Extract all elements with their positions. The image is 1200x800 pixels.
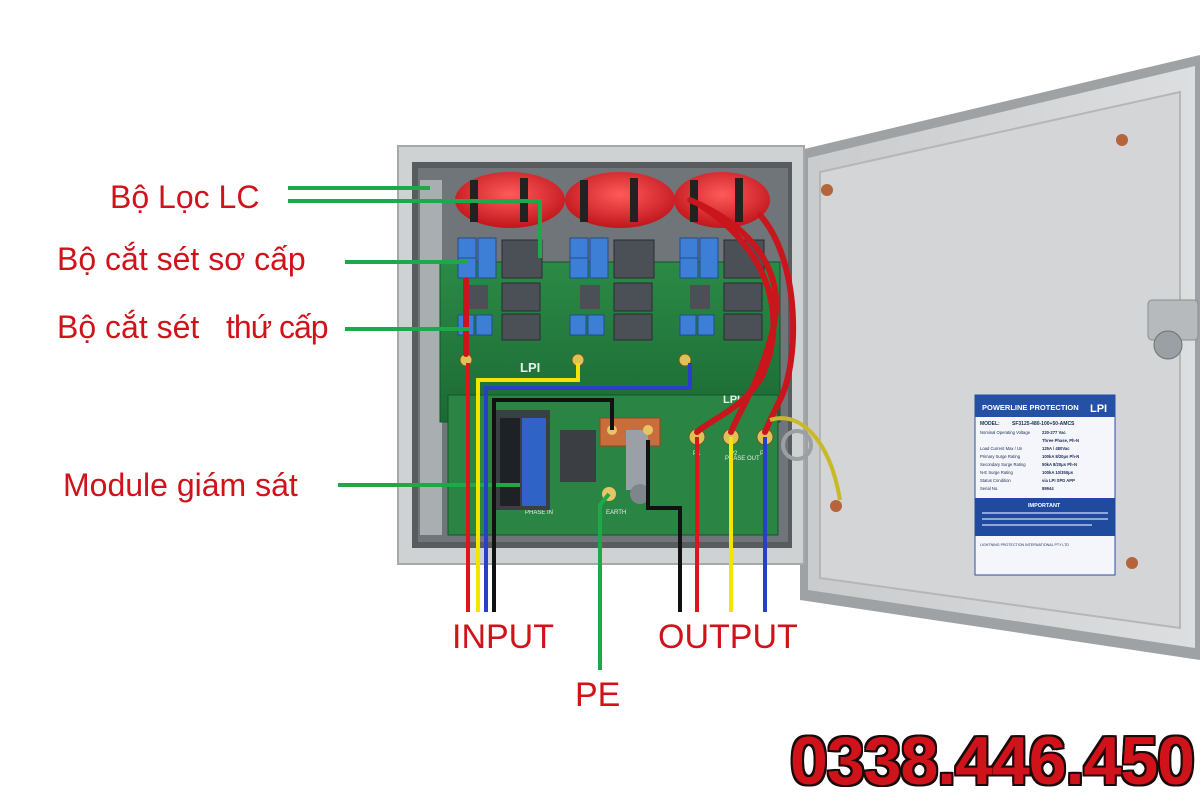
neutral-busbar <box>599 417 661 504</box>
board-p2: P2 <box>730 451 738 457</box>
nameplate-row-value: 220-277 Vac <box>1042 430 1066 435</box>
nameplate-row-key: Secondary Surge Rating <box>980 462 1026 467</box>
nameplate-model-value: SF3125-480-100+50-AMCS <box>1012 421 1075 427</box>
annotation-wires <box>288 186 767 670</box>
mov-block <box>468 285 488 309</box>
secondary-arrester-block <box>475 314 493 336</box>
nameplate-row-value: 125A / 480Vac <box>1042 446 1070 451</box>
nameplate-row-key: Primary Surge Rating <box>980 454 1021 459</box>
nameplate-row-key: Load Current Max / Un <box>980 446 1023 451</box>
mov-block <box>723 313 763 341</box>
nameplate-row-value: Three Phase, Ph-N <box>1042 438 1079 443</box>
primary-arrester-block <box>477 237 497 279</box>
primary-arrester-block <box>679 237 699 259</box>
board-phase-in: PHASE IN <box>525 510 553 516</box>
primary-arrester-block <box>569 257 589 279</box>
nameplate-row-value: 100kA 10/350μs <box>1042 470 1074 475</box>
nameplate-row-value: 50kA 8/20μs Ph-N <box>1042 462 1077 467</box>
secondary-arrester-block <box>697 314 715 336</box>
mov-block <box>613 282 653 312</box>
nameplate-row-value: via LPI SPD APP <box>1042 478 1075 483</box>
phone-number: 0338.446.450 <box>790 723 1195 799</box>
nameplate-row-key: N-E Surge Rating <box>980 470 1013 475</box>
nameplate-brand: LPI <box>1090 403 1107 415</box>
primary-arrester-block <box>569 237 589 259</box>
nameplate-row-key: Status Condition <box>980 478 1011 483</box>
primary-arrester-block <box>589 237 609 279</box>
secondary-arrester-block <box>569 314 587 336</box>
door-earth-cable <box>769 416 842 501</box>
primary-arrester-block <box>457 237 477 259</box>
label-secondary-arrester-b: thứ cấp <box>226 309 329 345</box>
secondary-arrester-block <box>679 314 697 336</box>
label-primary-arrester: Bộ cắt sét sơ cấp <box>57 241 306 277</box>
mov-block <box>613 313 653 341</box>
label-secondary-arrester-a: Bộ cắt sét <box>57 309 200 345</box>
nameplate-row-value: 89944 <box>1042 486 1054 491</box>
board-phase-out: PHASE OUT <box>725 456 760 462</box>
nameplate-rows: Nominal Operating Voltage 220-277 VacThre… <box>980 430 1079 491</box>
nameplate-important: IMPORTANT <box>1028 503 1061 509</box>
nameplate: POWERLINE PROTECTION LPI MODEL: SF3125-4… <box>974 394 1116 576</box>
nameplate-row-key: Serial No. <box>980 486 998 491</box>
mov-block <box>501 239 543 279</box>
nameplate-heading: POWERLINE PROTECTION <box>982 403 1079 412</box>
primary-arrester-block <box>679 257 699 279</box>
label-lc-filter: Bộ Lọc LC <box>110 179 260 215</box>
mov-block <box>613 239 655 279</box>
secondary-arrester-block <box>587 314 605 336</box>
mov-block <box>723 282 763 312</box>
nameplate-company: LIGHTNING PROTECTION INTERNATIONAL PTY L… <box>980 543 1069 547</box>
nameplate-model-label: MODEL: <box>980 421 1000 427</box>
primary-arrester-block <box>699 237 719 279</box>
label-output: OUTPUT <box>658 618 798 656</box>
mov-block <box>501 282 541 312</box>
mov-block <box>580 285 600 309</box>
nameplate-row-key: Nominal Operating Voltage <box>980 430 1031 435</box>
board-earth: EARTH <box>606 510 626 516</box>
internal-red-cables <box>463 197 797 435</box>
mov-block <box>690 285 710 309</box>
mov-block <box>501 313 541 341</box>
label-pe: PE <box>575 676 621 714</box>
nameplate-row-value: 100kA 8/20μs Ph-N <box>1042 454 1079 459</box>
label-monitoring-module: Module giám sát <box>63 467 298 503</box>
board-brand: LPI <box>520 360 540 375</box>
label-input: INPUT <box>452 618 554 656</box>
